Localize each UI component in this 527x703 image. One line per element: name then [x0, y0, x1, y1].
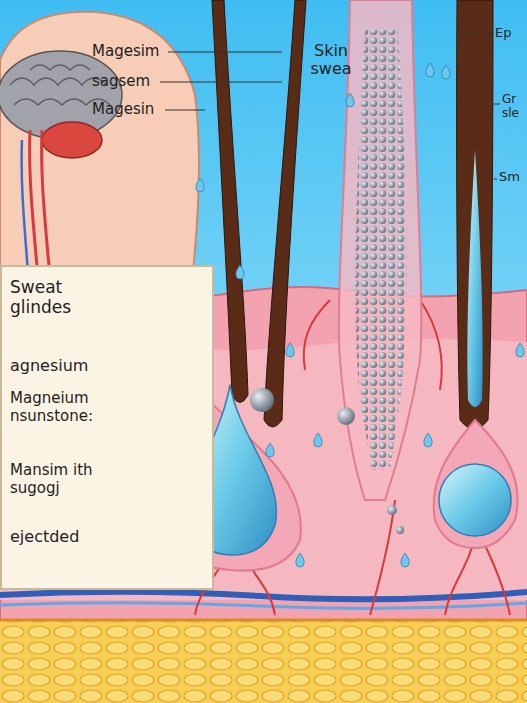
leader-line: [160, 82, 282, 83]
sweat-drop: [426, 63, 434, 77]
part-label: Sm: [499, 170, 520, 185]
leader-line: [168, 52, 282, 53]
panel-label: Magneium nsunstone:: [10, 389, 122, 425]
sweat-drop: [401, 553, 409, 567]
text-panel: Sweat glindes agnesiumMagneium nsunstone:…: [0, 265, 214, 590]
sweat-drop: [196, 178, 204, 192]
leader-line: [494, 104, 500, 105]
part-label: Ep: [495, 26, 511, 41]
panel-label: ejectded: [10, 527, 200, 546]
panel-label: agnesium: [10, 356, 200, 375]
vein: [0, 592, 527, 599]
sweat-drop: [314, 433, 322, 447]
part-label: sagsem: [92, 73, 150, 90]
hair-shaft: [264, 0, 306, 427]
sweat-drop: [236, 265, 244, 279]
part-label: Magesin: [92, 101, 154, 118]
hairs: [212, 0, 493, 429]
sweat-drop: [442, 65, 450, 79]
sweat-drop: [286, 343, 294, 357]
leader-line: [165, 110, 205, 111]
panel-heading: Sweat glindes: [10, 277, 105, 318]
sweat-drop: [266, 443, 274, 457]
mineral-sphere: [387, 505, 397, 515]
sweat-glands: [174, 385, 518, 571]
cerebellum: [42, 122, 102, 158]
head-figure: [0, 12, 199, 300]
head-outline: [0, 12, 199, 300]
sweat-drops: [196, 63, 524, 567]
hair-follicle: [457, 0, 493, 429]
mineral-sphere: [337, 407, 355, 425]
mineral-granules: [355, 30, 406, 470]
sweat-drop: [516, 343, 524, 357]
leader-line: [494, 179, 497, 180]
mineral-sphere: [396, 526, 404, 534]
mineral-spheres: [250, 388, 404, 534]
sweat-drop: [346, 93, 354, 107]
panel-label: Mansim ith sugogj: [10, 461, 122, 497]
fat-boundary: [0, 619, 527, 622]
sweat-drop: [296, 553, 304, 567]
gland-sheath: [434, 420, 518, 548]
mineral-sphere: [250, 388, 274, 412]
part-label: Magesim: [92, 43, 159, 60]
part-label: Gr sle: [502, 93, 524, 121]
sweat-gland: [439, 464, 511, 536]
sweat-drop: [424, 433, 432, 447]
fat-layer: [0, 620, 527, 703]
hair-shaft: [212, 0, 248, 403]
leader-lines: [160, 34, 500, 179]
leader-line: [462, 34, 492, 35]
part-label: Skin swea: [300, 42, 362, 79]
sweat-duct: [467, 150, 482, 407]
